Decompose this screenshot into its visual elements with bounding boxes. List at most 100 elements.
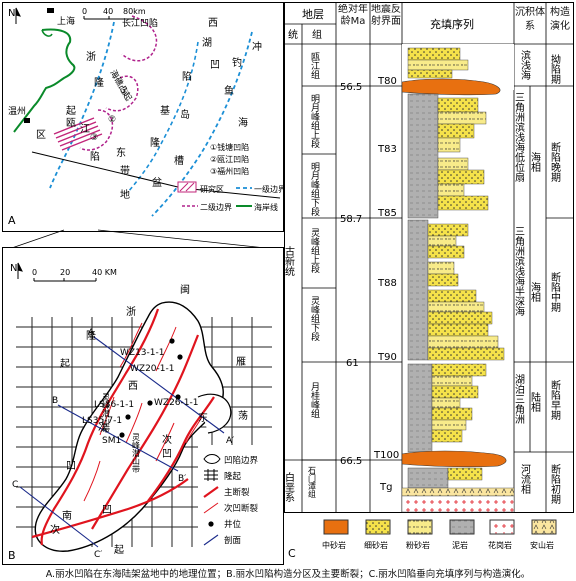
legend-study: 研究区 bbox=[200, 184, 224, 194]
age-4: 66.5 bbox=[340, 456, 362, 467]
well-wz20 bbox=[177, 354, 183, 360]
map-a-label: 长江凹陷 bbox=[122, 17, 158, 29]
section-legend-icon bbox=[203, 534, 219, 546]
inset-connector bbox=[5, 229, 285, 251]
legend-b-1: 隆起 bbox=[224, 471, 242, 482]
map-a-label: 带 bbox=[120, 165, 130, 177]
legend-andesite-icon bbox=[531, 519, 557, 535]
legend-mid-sand-icon bbox=[323, 519, 349, 535]
map-a-scale-1: 40 bbox=[103, 7, 113, 16]
map-a-north: N bbox=[8, 8, 15, 19]
sedi-lines bbox=[514, 85, 574, 453]
map-b-legend bbox=[198, 445, 282, 563]
reflector-t85: T85 bbox=[377, 208, 397, 219]
map-b-scale-1: 20 bbox=[60, 268, 70, 277]
legend-mud-icon bbox=[449, 519, 475, 535]
hdr-system: 统 bbox=[288, 28, 298, 41]
hdr-age: 绝对年龄Ma bbox=[338, 4, 368, 27]
well-wz13 bbox=[169, 338, 175, 344]
uplift-legend-icon bbox=[204, 469, 218, 481]
well-sm1 bbox=[119, 432, 125, 438]
group-mingyue-lower: 明月峰组下段 bbox=[309, 162, 320, 217]
north-arrow-icon bbox=[17, 262, 23, 279]
map-b-label: 隆 bbox=[86, 329, 96, 342]
hdr-age-box: 绝对年龄Ma bbox=[338, 4, 368, 27]
map-a-label: 浙 bbox=[86, 51, 96, 63]
border-second-3 bbox=[79, 109, 114, 151]
map-b-label: 次 bbox=[50, 523, 60, 536]
sedi-2: 三角洲滨浅海低位扇 bbox=[513, 92, 525, 183]
column-c-svg: 地层 统 组 绝对年龄Ma 地震反射界面 充填序列 沉积体系 构造演化 古新统 … bbox=[283, 2, 574, 560]
border-first-2 bbox=[151, 31, 253, 217]
hdr-tect-box: 构造演化 bbox=[550, 7, 570, 32]
secondary-faults bbox=[83, 322, 203, 502]
tect-2: 断陷晚期 bbox=[549, 141, 561, 183]
legend-granite-icon bbox=[489, 519, 515, 535]
map-a-label: 地 bbox=[120, 188, 130, 201]
tect-3: 断陷中期 bbox=[549, 271, 561, 313]
map-a-scalebar bbox=[83, 16, 135, 20]
legend-coast: 海岸线 bbox=[254, 202, 278, 212]
section-b: B bbox=[52, 396, 58, 406]
map-b-scale-2: 40 KM bbox=[92, 268, 117, 277]
section-c-prime: C′ bbox=[94, 550, 102, 560]
map-a-label: ① bbox=[120, 87, 128, 97]
well-ls36 bbox=[147, 400, 153, 406]
hdr-group: 组 bbox=[312, 28, 322, 41]
sedi-1: 滨浅海 bbox=[519, 49, 531, 81]
age-1: 56.5 bbox=[340, 82, 362, 93]
well-label: WZ13-1-1 bbox=[120, 348, 164, 358]
legend-c-1: 细砂岩 bbox=[364, 540, 388, 550]
map-a-label: 鱼 bbox=[224, 84, 234, 97]
map-b-label: 次 bbox=[98, 421, 108, 434]
panel-b-label: B bbox=[8, 549, 16, 562]
hdr-tect: 构造演化 bbox=[550, 7, 570, 32]
hdr-seismic: 地震反射界面 bbox=[371, 4, 401, 27]
hdr-sedi: 沉积体系 bbox=[515, 7, 545, 32]
border-second-2 bbox=[105, 75, 139, 112]
group-oujiang: 瓯江组 bbox=[309, 52, 320, 79]
legend-b-0: 凹陷边界 bbox=[224, 455, 259, 466]
wells bbox=[119, 338, 183, 438]
map-a-frame bbox=[2, 2, 284, 232]
map-a-label: 西 bbox=[208, 18, 218, 29]
legend-border2: 二级边界 bbox=[200, 202, 232, 212]
well-label: WZ26-1-1 bbox=[154, 398, 198, 408]
reflector-tg: Tg bbox=[379, 482, 392, 493]
hdr-fill: 充填序列 bbox=[430, 17, 474, 31]
border-first-3 bbox=[127, 41, 199, 193]
legend-fine-sand-icon bbox=[365, 519, 391, 535]
map-b-label: 荡 bbox=[238, 410, 248, 422]
legend-border1: 一级边界 bbox=[254, 184, 284, 194]
legend-silt-icon bbox=[407, 519, 433, 535]
age-2: 58.7 bbox=[340, 214, 362, 225]
legend-sag-2: ②瓯江凹陷 bbox=[210, 154, 249, 164]
map-a-label: 陷 bbox=[182, 70, 192, 83]
map-a-label: 岛 bbox=[180, 108, 190, 121]
legend-c-5: 安山岩 bbox=[530, 540, 554, 550]
study-area-legend-icon bbox=[177, 181, 197, 193]
tect-5: 断陷初期 bbox=[549, 463, 561, 505]
legend-c: 中砂岩 细砂岩 粉砂岩 泥岩 花岗岩 安山岩 bbox=[322, 519, 557, 550]
legend-b-2: 主断裂 bbox=[224, 487, 250, 498]
tect-1: 拗陷期 bbox=[549, 53, 561, 85]
map-a-label: 隆 bbox=[94, 76, 104, 89]
map-a-label: 冲 bbox=[252, 40, 262, 53]
main-fault-legend-icon bbox=[203, 486, 219, 498]
map-a-label: 隆 bbox=[150, 136, 160, 149]
city-wenzhou: 温州 bbox=[8, 106, 26, 117]
map-a-label: 基 bbox=[160, 104, 170, 117]
map-a-scale-0: 0 bbox=[82, 7, 87, 16]
sedi-7: 陆相 bbox=[529, 391, 541, 412]
map-a-label: 湖 bbox=[202, 37, 212, 49]
well-legend-icon bbox=[208, 521, 214, 527]
sedi-5: 海相 bbox=[529, 281, 541, 302]
reflector-t83: T83 bbox=[377, 144, 397, 155]
map-b-label: 东 bbox=[198, 411, 208, 424]
map-b-label: 凹 bbox=[162, 449, 172, 460]
map-a-label: 盆 bbox=[152, 176, 162, 189]
map-b-label: 凹 bbox=[102, 505, 112, 516]
column-c: 地层 统 组 绝对年龄Ma 地震反射界面 充填序列 沉积体系 构造演化 古新统 … bbox=[283, 2, 574, 564]
map-a-label: 东 bbox=[116, 146, 126, 159]
panel-a-label: A bbox=[8, 214, 16, 227]
